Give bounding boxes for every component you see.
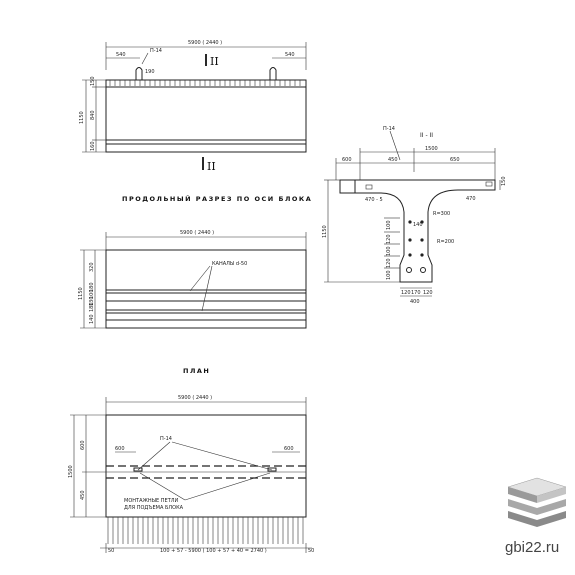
longitudinal-h-part: 320 — [89, 262, 95, 272]
rebar-dot — [408, 253, 412, 257]
longitudinal-h-part: 130 — [89, 296, 95, 306]
plan-loop-right — [267, 467, 277, 472]
plan-right-mark: 600 — [284, 446, 294, 452]
plan-end-right: 50 — [308, 548, 314, 554]
facade-overall-dim: 5900 ( 2440 ) — [188, 40, 222, 46]
plan-overall-dim: 5900 ( 2440 ) — [178, 395, 212, 401]
cross-channel-right — [420, 267, 426, 273]
cross-stem-part: 120 — [386, 234, 392, 244]
cross-profile — [339, 179, 496, 283]
plan-title: ПЛАН — [183, 367, 210, 375]
plan-loop-left — [133, 467, 143, 472]
cross-left-cant: 600 — [342, 157, 352, 163]
longitudinal-title: ПРОДОЛЬНЫЙ РАЗРЕЗ ПО ОСИ БЛОКА — [122, 194, 312, 203]
cross-stem-part: 100 — [386, 270, 392, 280]
plan-w-bot: 450 — [80, 490, 86, 500]
watermark-text: gbi22.ru — [505, 539, 559, 556]
lifting-loop-left — [135, 67, 143, 80]
facade-right-offset: 540 — [285, 52, 295, 58]
cross-web-dim2: 470 — [466, 196, 476, 202]
rebar-stubs-bottom — [107, 517, 304, 544]
plan-end-left: 50 — [108, 548, 114, 554]
cross-base-part: 120 — [423, 290, 433, 296]
cross-top-thk: 150 — [501, 176, 507, 186]
cross-base-part: 120 — [401, 290, 411, 296]
cross-web-dim: 470 - 5 — [365, 197, 383, 203]
cross-stem-part: 100 — [386, 220, 392, 230]
longitudinal-overall-dim: 5900 ( 2440 ) — [180, 230, 214, 236]
facade-body — [105, 79, 307, 153]
cross-base-part: 170 — [411, 290, 421, 296]
longitudinal-height-dim: 1150 — [78, 287, 84, 300]
cross-stem-part: 120 — [386, 258, 392, 268]
plan-width-dim: 1500 — [68, 465, 74, 478]
lifting-loop-right — [269, 67, 277, 80]
cross-fillet-r1: R=300 — [433, 211, 450, 217]
longitudinal-h-part: 140 — [89, 314, 95, 324]
longitudinal-h-part: 180 — [89, 302, 95, 312]
facade-left-offset: 540 — [116, 52, 126, 58]
plan-view: ПЛАН 5900 ( 2440 ) 600 600 П-14 МОНТАЖНЫ… — [68, 367, 314, 554]
plan-w-top: 600 — [80, 440, 86, 450]
facade-loop-size: 190 — [145, 69, 155, 75]
cross-rebar-dots — [408, 220, 424, 257]
rebar-dot — [420, 220, 424, 224]
cross-height-dim: 1150 — [322, 225, 328, 238]
cross-title: II - II — [420, 132, 433, 139]
cross-stem-parts: 100 120 100 120 100 — [384, 217, 400, 280]
cross-section: П-14 II - II 1500 600 450 650 470 - 5 47… — [322, 126, 507, 305]
longitudinal-section: ПРОДОЛЬНЫЙ РАЗРЕЗ ПО ОСИ БЛОКА 5900 ( 24… — [78, 194, 312, 329]
rebar-dot — [420, 238, 424, 242]
facade-section-mark-top: II — [210, 55, 219, 68]
rebar-dot — [420, 253, 424, 257]
plan-note-2: ДЛЯ ПОДЪЕМА БЛОКА — [124, 505, 184, 511]
rebar-dot — [408, 220, 412, 224]
plan-left-mark: 600 — [115, 446, 125, 452]
cross-overall-width: 1500 — [425, 146, 438, 152]
rebar-dot — [408, 238, 412, 242]
watermark: gbi22.ru — [505, 477, 567, 556]
cross-loop-label: П-14 — [383, 126, 395, 132]
facade-loop-label: П-14 — [150, 48, 162, 54]
cross-channel-left — [406, 267, 412, 273]
cross-stem-part: 100 — [386, 246, 392, 256]
facade-h-mid: 840 — [90, 110, 96, 120]
plan-bottom-dim: 100 + 57 - 5900 ( 100 + 57 + 40 = 2740 ) — [160, 548, 267, 554]
channels-label: КАНАЛЫ d-50 — [212, 261, 247, 267]
cross-base-width: 400 — [410, 299, 420, 305]
cross-heel-dim: 140 — [413, 222, 423, 228]
facade-height-dim: 1150 — [79, 111, 85, 124]
cross-half-left: 450 — [388, 157, 398, 163]
cross-half-right: 650 — [450, 157, 460, 163]
plan-loop-label: П-14 — [160, 436, 172, 442]
rebar-stubs-top — [109, 80, 301, 86]
facade-h-top: 150 — [90, 76, 96, 86]
logo-cube-icon — [507, 477, 567, 527]
cross-fillet-r2: R=200 — [437, 239, 454, 245]
longitudinal-body — [105, 249, 307, 329]
facade-section-mark-bottom: II — [207, 160, 216, 173]
plan-note-1: МОНТАЖНЫЕ ПЕТЛИ — [124, 498, 179, 504]
longitudinal-h-part: 100 — [89, 289, 95, 299]
facade-view: 5900 ( 2440 ) 540 540 П-14 190 II 1150 1… — [79, 40, 307, 173]
longitudinal-h-part: 180 — [89, 282, 95, 292]
facade-h-bot: 160 — [90, 141, 96, 151]
